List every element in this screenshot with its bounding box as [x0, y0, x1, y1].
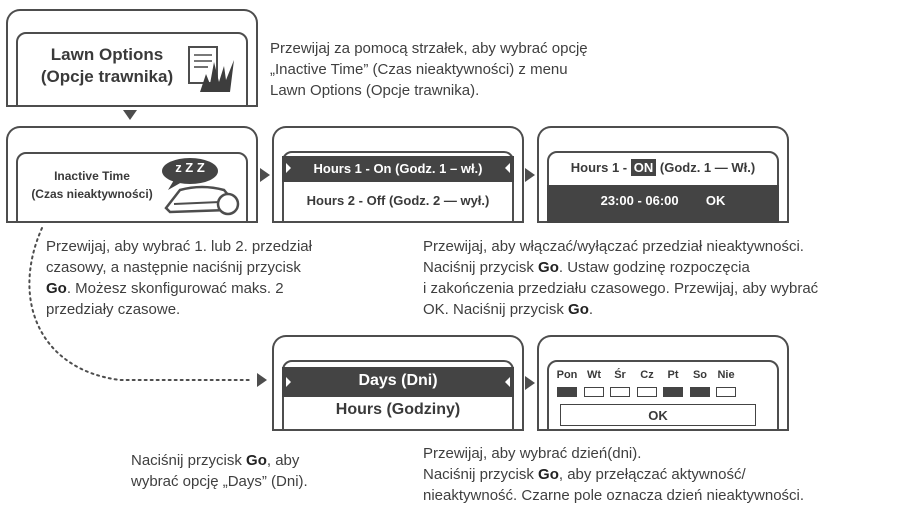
inactive-time-line2: (Czas nieaktywności) — [31, 187, 153, 201]
hours-detail-title: Hours 1 - ON (Godz. 1 — Wł.) — [547, 159, 779, 176]
toggle-interval-line1: Przewijaj, aby włączać/wyłączać przedzia… — [423, 238, 804, 255]
hours-detail-ok[interactable]: OK — [705, 193, 726, 208]
day-toggle-2[interactable] — [610, 387, 630, 397]
select-interval-line3: . Możesz skonfigurować maks. 2 — [66, 280, 284, 297]
right-arrow-icon — [525, 168, 535, 182]
hours-detail-time[interactable]: 23:00 - 06:00 — [600, 193, 679, 208]
days-item-1[interactable]: Days (Dni) — [358, 372, 438, 389]
day-toggle-0[interactable] — [557, 387, 577, 397]
hours-detail-suffix: (Godz. 1 — Wł.) — [659, 160, 756, 175]
days-option-line2: wybrać opcję „Days” (Dni). — [131, 473, 308, 490]
toggle-interval-line4-pre: OK. Naciśnij przycisk — [423, 301, 569, 318]
inactive-time-label: Inactive Time (Czas nieaktywności) — [18, 167, 166, 203]
day-label-2: Śr — [614, 369, 626, 381]
day-label-5: So — [692, 369, 708, 381]
days-ok-box[interactable] — [560, 404, 756, 426]
lawn-options-title-line1: Lawn Options — [50, 45, 164, 64]
lawn-options-title-line2: (Opcje trawnika) — [40, 67, 174, 86]
sleep-bubble-icon — [162, 158, 218, 190]
select-interval-line4: przedziały czasowe. — [46, 301, 181, 318]
intro-text-line3: Lawn Options (Opcje trawnika). — [270, 82, 480, 99]
lawn-options-title: Lawn Options (Opcje trawnika) — [32, 44, 182, 88]
day-label-1: Wt — [586, 369, 602, 381]
day-toggle-1[interactable] — [584, 387, 604, 397]
day-label-0: Pon — [556, 369, 578, 381]
intro-text-line1: Przewijaj za pomocą strzałek, aby wybrać… — [270, 40, 588, 57]
day-label-6: Nie — [717, 369, 735, 381]
days-option-pre: Naciśnij przycisk — [131, 452, 247, 469]
grass-icon — [188, 46, 234, 92]
day-toggle-6[interactable] — [716, 387, 736, 397]
inactive-time-line1: Inactive Time — [54, 169, 130, 183]
days-select-line2-post: , aby przełączać aktywność/ — [558, 466, 746, 483]
days-ok[interactable]: OK — [648, 408, 668, 423]
toggle-interval-go-2: Go — [568, 301, 589, 318]
day-toggle-3[interactable] — [637, 387, 657, 397]
days-option-post: , aby — [266, 452, 300, 469]
days-select-line3: nieaktywność. Czarne pole oznacza dzień … — [423, 487, 805, 504]
down-arrow-icon — [123, 110, 137, 120]
days-select-text: Przewijaj, aby wybrać dzień(dni). Naciśn… — [423, 443, 901, 506]
toggle-interval-line2-pre: Naciśnij przycisk — [423, 259, 539, 276]
hours-item-2[interactable]: Hours 2 - Off (Godz. 2 — wył.) — [306, 193, 490, 208]
hours-detail-prefix: Hours 1 - — [570, 160, 628, 175]
days-item-selected[interactable] — [282, 367, 514, 397]
sleep-zzz: z Z Z — [175, 160, 205, 175]
mower-icon — [164, 185, 240, 216]
toggle-interval-line2-post: . Ustaw godzinę rozpoczęcia — [558, 259, 750, 276]
select-interval-text: Przewijaj, aby wybrać 1. lub 2. przedzia… — [46, 236, 376, 320]
hours-detail-time-bar — [547, 185, 779, 223]
days-select-line2-pre: Naciśnij przycisk — [423, 466, 539, 483]
left-arrow-icon — [505, 163, 510, 173]
toggle-interval-line4-post: . — [588, 301, 594, 318]
days-select-go: Go — [538, 466, 559, 483]
select-interval-line2: czasowy, a następnie naciśnij przycisk — [46, 259, 301, 276]
right-arrow-icon — [257, 373, 267, 387]
hours-item-selected[interactable] — [282, 156, 514, 182]
days-option-go: Go — [246, 452, 267, 469]
select-interval-go: Go — [46, 280, 67, 297]
right-arrow-icon — [525, 376, 535, 390]
right-arrow-icon — [286, 163, 291, 173]
right-arrow-icon — [286, 377, 291, 387]
day-toggle-5[interactable] — [690, 387, 710, 397]
intro-text: Przewijaj za pomocą strzałek, aby wybrać… — [270, 38, 700, 101]
day-label-4: Pt — [667, 369, 679, 381]
select-interval-line1: Przewijaj, aby wybrać 1. lub 2. przedzia… — [46, 238, 312, 255]
toggle-interval-text: Przewijaj, aby włączać/wyłączać przedzia… — [423, 236, 901, 320]
left-arrow-icon — [505, 377, 510, 387]
right-arrow-icon — [260, 168, 270, 182]
intro-text-line2: „Inactive Time” (Czas nieaktywności) z m… — [270, 61, 568, 78]
toggle-interval-go-1: Go — [538, 259, 559, 276]
hours-item-1[interactable]: Hours 1 - On (Godz. 1 – wł.) — [313, 161, 483, 176]
hours-detail-time-row: 23:00 - 06:00 OK — [547, 193, 779, 208]
days-item-2[interactable]: Hours (Godziny) — [335, 401, 461, 418]
days-option-text: Naciśnij przycisk Go, aby wybrać opcję „… — [131, 450, 411, 492]
hours-detail-state[interactable]: ON — [630, 159, 657, 176]
day-label-3: Cz — [640, 369, 654, 381]
toggle-interval-line3: i zakończenia przedziału czasowego. Prze… — [423, 280, 819, 297]
days-select-line1: Przewijaj, aby wybrać dzień(dni). — [423, 445, 642, 462]
day-toggle-4[interactable] — [663, 387, 683, 397]
